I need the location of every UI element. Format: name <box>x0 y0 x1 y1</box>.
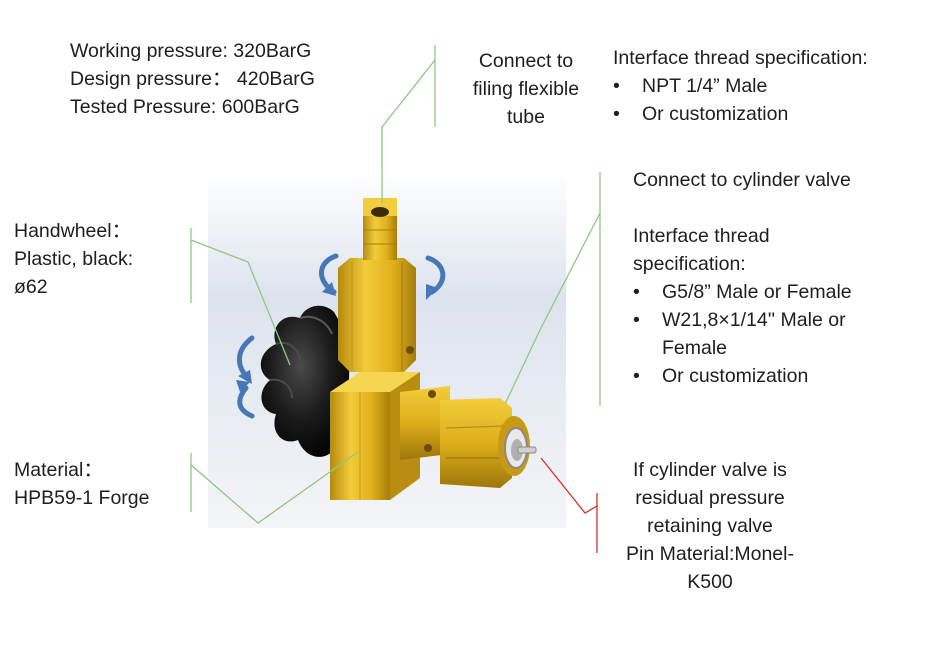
handwheel-line-1: Handwheel： <box>14 220 132 242</box>
filling-tube-line-1: Connect to <box>478 50 574 72</box>
handwheel-line-3: ø62 <box>14 276 48 298</box>
top-thread-title: Interface thread specification: <box>613 47 868 69</box>
material-label: Material： HPB59-1 Forge <box>14 456 149 512</box>
cylinder-thread-item-cont: Female <box>662 337 728 359</box>
pin-material-label: If cylinder valve is residual pressure r… <box>604 456 816 596</box>
pin-line-3: retaining valve <box>647 515 773 537</box>
cylinder-thread-item: Or customization <box>633 362 852 390</box>
handwheel-line-2: Plastic, black: <box>14 248 134 270</box>
design-pressure: Design pressure： 420BarG <box>70 68 315 90</box>
material-line-1: Material： <box>14 459 103 481</box>
filling-tube-label: Connect to filing flexible tube <box>452 47 600 131</box>
top-thread-item: NPT 1/4” Male <box>613 72 868 100</box>
pin-line-1: If cylinder valve is <box>633 459 787 481</box>
pin-leader-line <box>540 457 598 553</box>
upper-hex-nut <box>338 258 416 372</box>
handwheel-part <box>260 305 350 457</box>
tested-pressure: Tested Pressure: 600BarG <box>70 96 300 118</box>
pin-line-4: Pin Material:Monel- <box>626 543 794 565</box>
filling-tube-line-3: tube <box>507 106 545 128</box>
filling-tube-line-2: filing flexible <box>472 78 580 100</box>
cylinder-thread-item: G5/8” Male or Female <box>633 278 852 306</box>
pin-line-2: residual pressure <box>635 487 785 509</box>
material-line-2: HPB59-1 Forge <box>14 487 150 509</box>
side-outlet <box>400 386 537 488</box>
top-thread-item: Or customization <box>613 100 868 128</box>
cylinder-title: Connect to cylinder valve <box>633 169 851 191</box>
cylinder-spec-line-1: Interface thread <box>633 225 770 247</box>
callout-leader-lines <box>190 45 601 524</box>
cylinder-valve-spec: Connect to cylinder valve Interface thre… <box>633 166 852 390</box>
top-thread-spec: Interface thread specification: NPT 1/4”… <box>613 44 868 128</box>
pin-line-5: K500 <box>687 571 733 593</box>
handwheel-label: Handwheel： Plastic, black: ø62 <box>14 217 133 301</box>
working-pressure: Working pressure: 320BarG <box>70 40 312 62</box>
cylinder-thread-item: W21,8×1/14'' Male or <box>633 306 852 334</box>
rotation-arrow-icons <box>236 253 446 419</box>
upper-stem <box>363 198 397 260</box>
cylinder-spec-line-2: specification: <box>633 253 746 275</box>
